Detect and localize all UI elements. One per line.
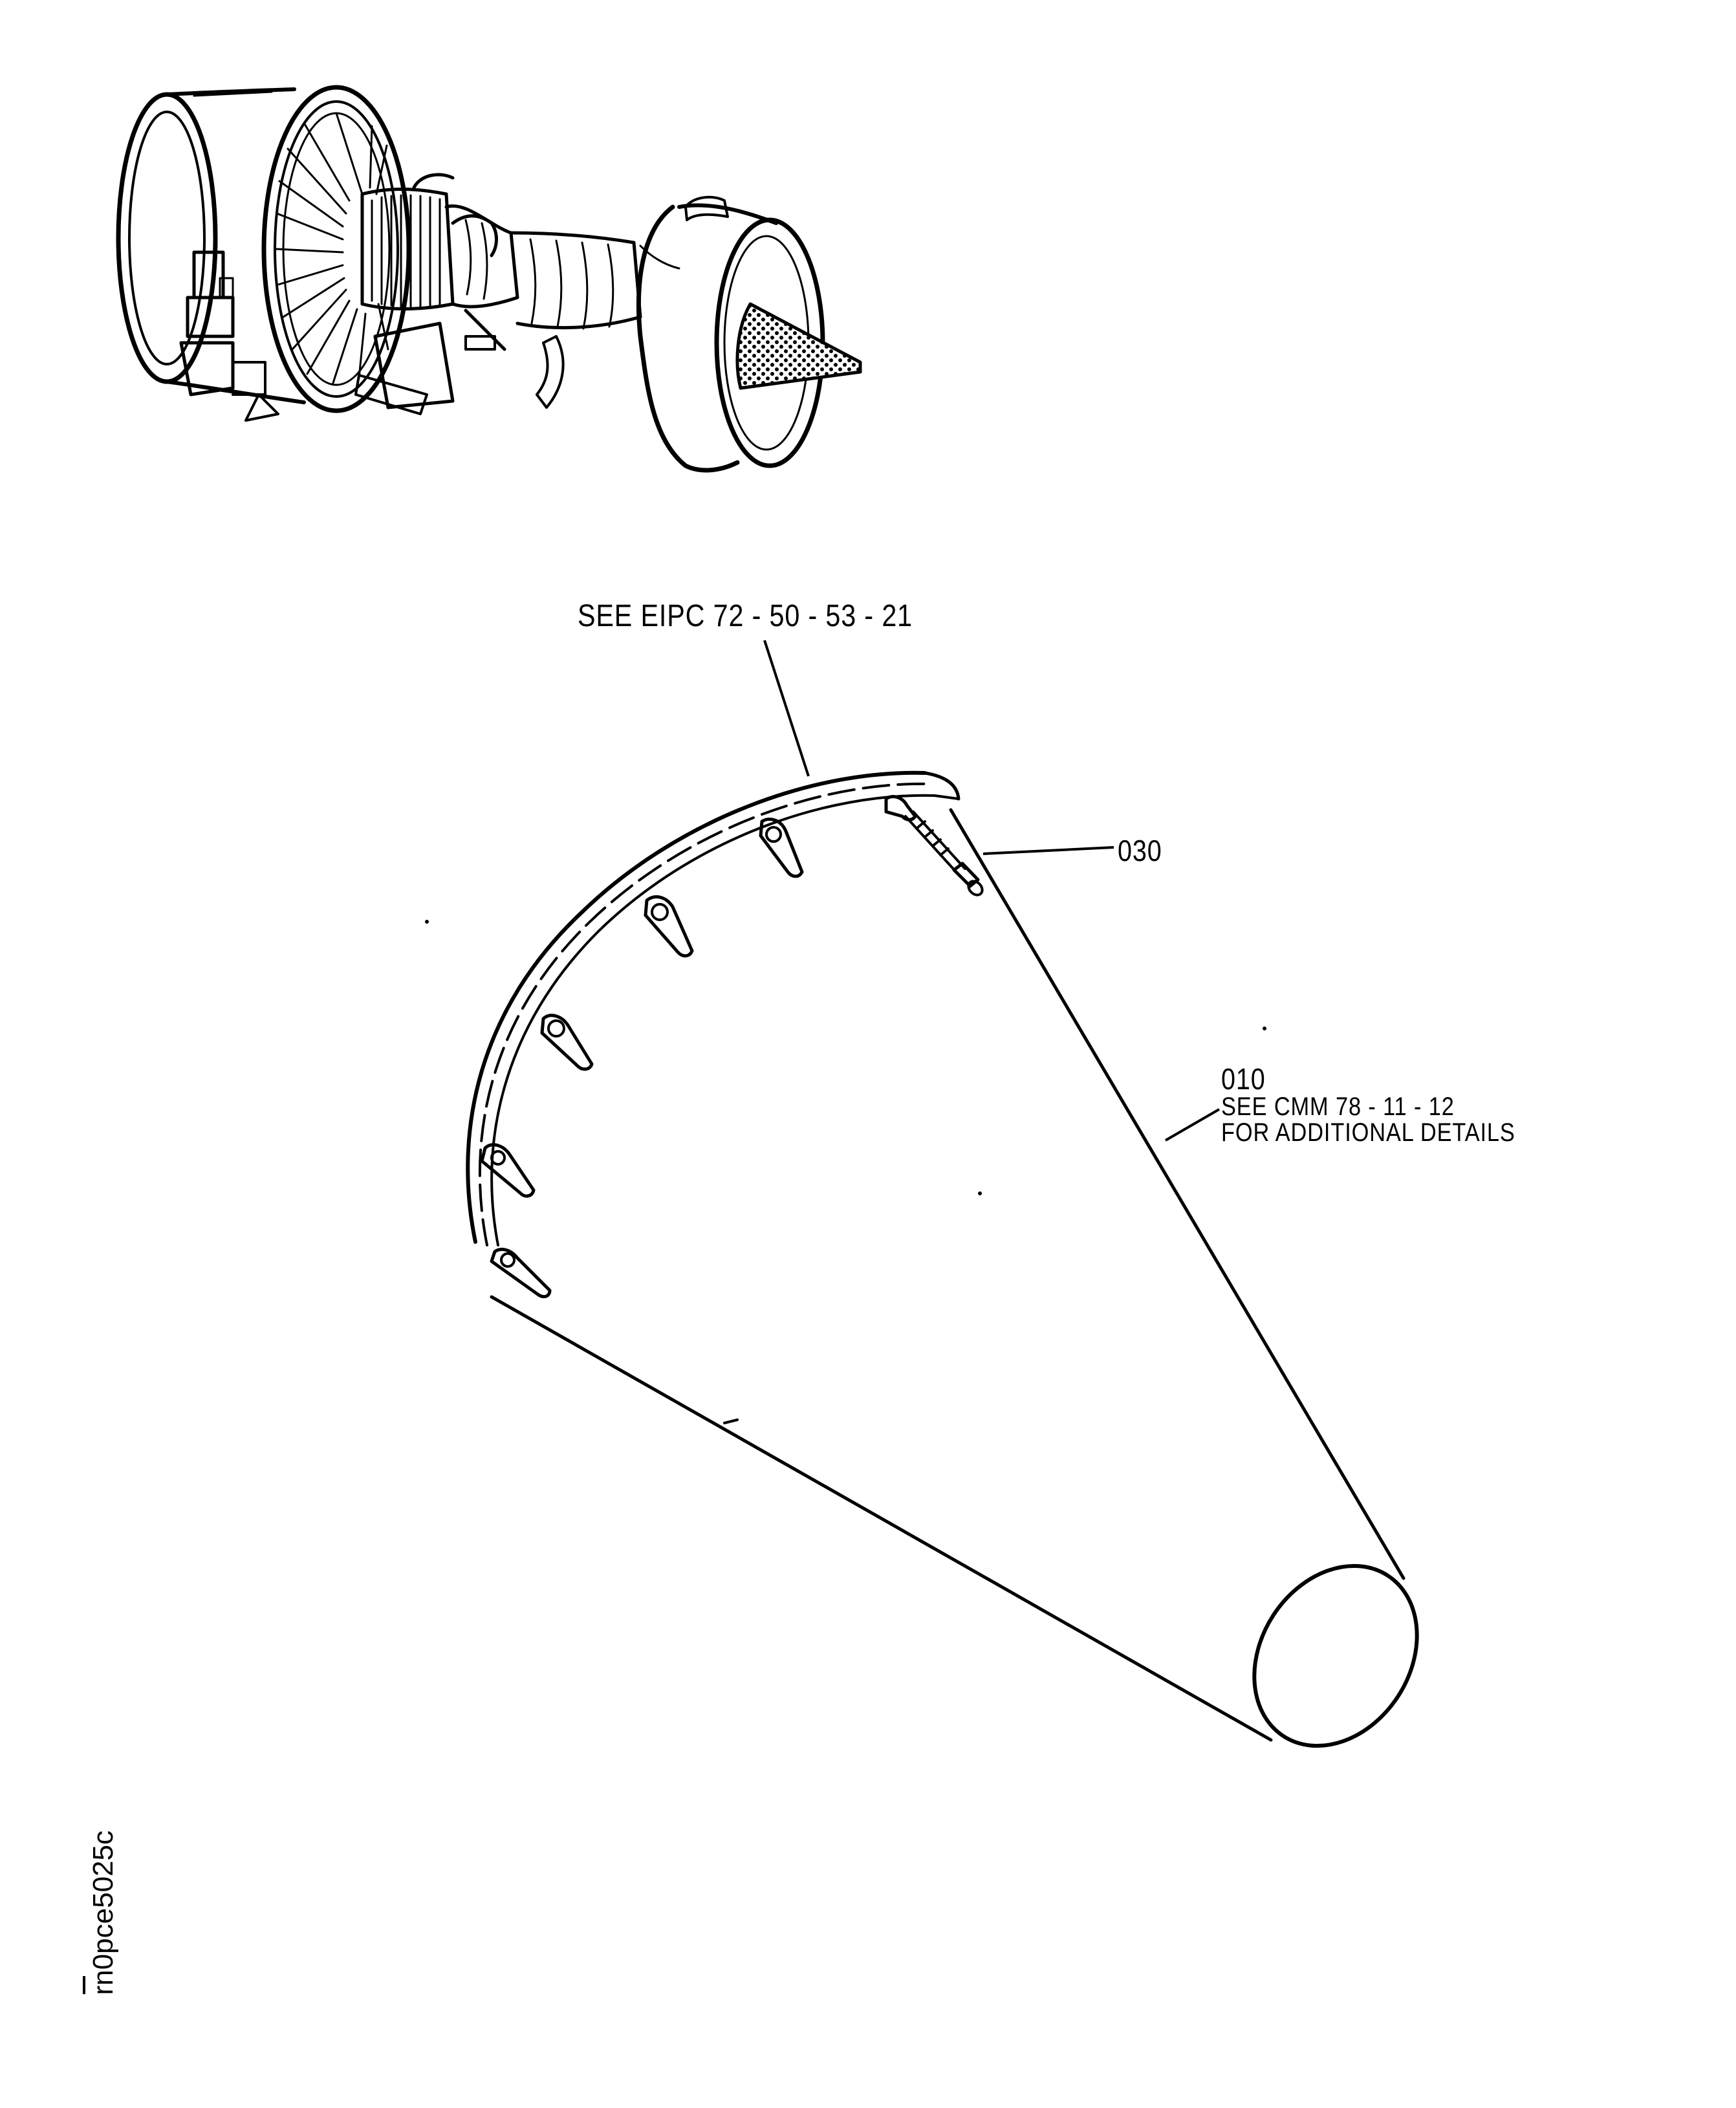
cone-flange — [466, 770, 927, 1244]
stray-marks — [425, 920, 1266, 1195]
leader-lines — [763, 640, 1221, 1142]
cone-upper-edge — [949, 808, 1405, 1580]
eipc-reference-label: SEE EIPC 72 - 50 - 53 - 21 — [578, 599, 913, 633]
exhaust-nozzle — [636, 195, 825, 473]
figure-id-label: rn0pce5025c — [87, 1831, 119, 1995]
leader-010 — [1164, 1108, 1221, 1142]
core-engine — [354, 173, 642, 415]
mounting-brackets — [480, 795, 917, 1299]
additional-details-label: FOR ADDITIONAL DETAILS — [1221, 1118, 1515, 1147]
engine-illustration — [116, 85, 862, 473]
item-030-label: 030 — [1118, 834, 1162, 867]
fan-cowl — [116, 87, 306, 404]
item-010-label: 010 — [1221, 1062, 1266, 1096]
leader-eipc — [763, 640, 810, 777]
cone-tip — [1252, 1563, 1419, 1748]
accessory-gearbox — [179, 250, 279, 422]
exhaust-cone-highlight — [735, 302, 862, 390]
exhaust-cone-detail — [466, 770, 1419, 1748]
cone-lower-edge — [490, 1295, 1273, 1742]
bolt-030 — [904, 810, 984, 896]
fan-case — [261, 85, 411, 413]
cmm-reference-label: SEE CMM 78 - 11 - 12 — [1221, 1092, 1455, 1121]
leader-030 — [982, 846, 1114, 855]
item-010-callout: 010 SEE CMM 78 - 11 - 12 FOR ADDITIONAL … — [1221, 1064, 1515, 1146]
figure-id-corner-mark — [83, 1976, 85, 1994]
